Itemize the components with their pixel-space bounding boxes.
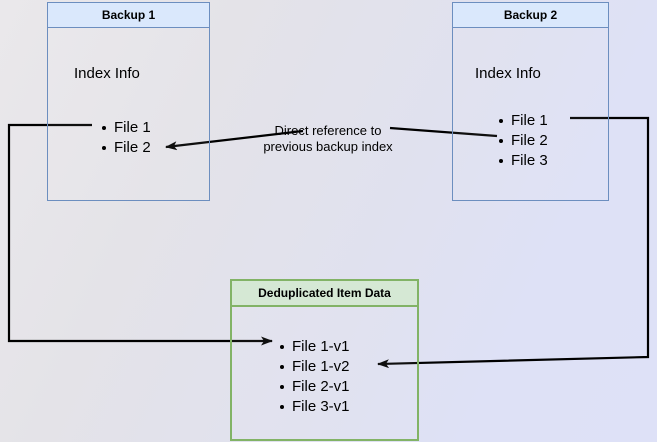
backup1-file-item: File 1	[100, 118, 151, 138]
backup1-body: Index Info File 1 File 2	[48, 28, 209, 200]
dedup-file-item: File 3-v1	[278, 397, 350, 417]
dedup-title: Deduplicated Item Data	[232, 281, 417, 307]
backup2-title: Backup 2	[453, 3, 608, 28]
dedup-file-item: File 1-v1	[278, 337, 350, 357]
backup2-box[interactable]: Backup 2 Index Info File 1 File 2 File 3	[452, 2, 609, 201]
backup2-file-item: File 2	[497, 131, 548, 151]
backup1-index-info-label: Index Info	[74, 65, 140, 82]
direct-reference-label-line2: previous backup index	[263, 139, 393, 154]
backup2-file-item: File 3	[497, 151, 548, 171]
dedup-file-item: File 2-v1	[278, 377, 350, 397]
backup2-file-item: File 1	[497, 111, 548, 131]
deduplicated-item-data-box[interactable]: Deduplicated Item Data File 1-v1 File 1-…	[230, 279, 419, 441]
direct-reference-label: Direct reference to previous backup inde…	[248, 123, 408, 155]
dedup-file-list: File 1-v1 File 1-v2 File 2-v1 File 3-v1	[278, 337, 350, 417]
direct-reference-label-line1: Direct reference to	[274, 123, 382, 138]
backup2-body: Index Info File 1 File 2 File 3	[453, 28, 608, 200]
backup1-box[interactable]: Backup 1 Index Info File 1 File 2	[47, 2, 210, 201]
backup2-index-info-label: Index Info	[475, 65, 541, 82]
backup2-file-list: File 1 File 2 File 3	[497, 111, 548, 171]
backup1-title: Backup 1	[48, 3, 209, 28]
dedup-file-item: File 1-v2	[278, 357, 350, 377]
backup1-file-list: File 1 File 2	[100, 118, 151, 158]
dedup-body: File 1-v1 File 1-v2 File 2-v1 File 3-v1	[232, 307, 417, 440]
backup1-file-item: File 2	[100, 138, 151, 158]
